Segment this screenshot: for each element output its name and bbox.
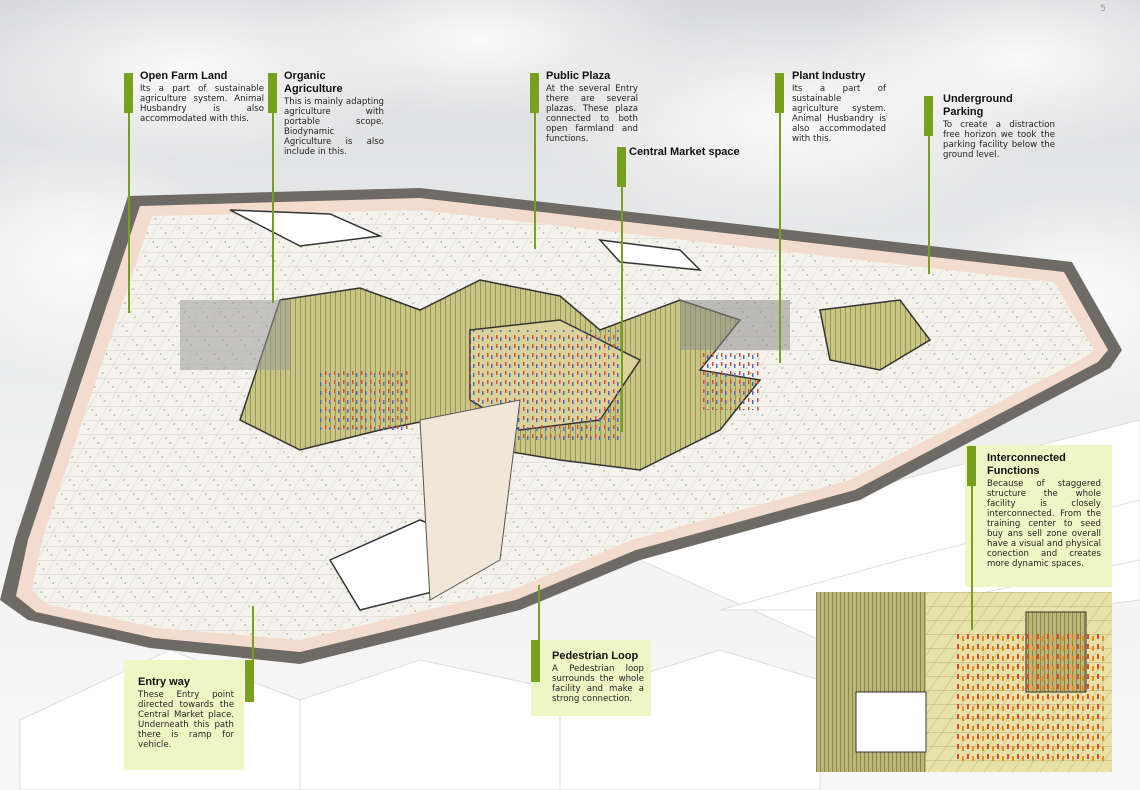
underground-parking-tab bbox=[924, 96, 933, 136]
detail-inset-illustration bbox=[816, 592, 1112, 772]
open-farm-land-tab bbox=[124, 73, 133, 113]
organic-agriculture-body: This is mainly adapting agriculture with… bbox=[284, 96, 384, 157]
underground-parking-callout: Underground Parking To create a distract… bbox=[943, 93, 1055, 160]
underground-parking-body: To create a distraction free horizon we … bbox=[943, 119, 1055, 160]
open-farm-land-title: Open Farm Land bbox=[140, 70, 228, 82]
public-plaza-leader bbox=[534, 73, 536, 249]
pedestrian-loop-title: Pedestrian Loop bbox=[552, 650, 639, 662]
plant-industry-callout: Plant Industry Its a part of sustainable… bbox=[792, 70, 886, 144]
interconnected-functions-body: Because of staggered structure the whole… bbox=[987, 478, 1101, 570]
interconnected-functions-leader bbox=[971, 446, 973, 630]
central-market-title: Central Market space bbox=[629, 146, 740, 158]
pedestrian-loop-leader bbox=[538, 585, 540, 681]
interconnected-functions-panel bbox=[965, 445, 1112, 587]
entry-way-leader bbox=[252, 606, 254, 702]
interconnected-functions-callout: Interconnected Functions Because of stag… bbox=[987, 452, 1101, 569]
plant-industry-tab bbox=[775, 73, 784, 113]
organic-agriculture-tab bbox=[268, 73, 277, 113]
plant-industry-title: Plant Industry bbox=[792, 70, 866, 82]
pedestrian-loop-tab bbox=[531, 640, 540, 682]
plant-industry-body: Its a part of sustainable agriculture sy… bbox=[792, 83, 886, 145]
public-plaza-callout: Public Plaza At the several Entry there … bbox=[546, 70, 638, 144]
tree-patches bbox=[180, 300, 790, 370]
public-plaza-tab bbox=[530, 73, 539, 113]
underground-parking-title: Underground Parking bbox=[943, 93, 1013, 118]
interconnected-functions-tab bbox=[967, 446, 976, 486]
underground-parking-leader bbox=[928, 96, 930, 274]
organic-agriculture-title: Organic Agriculture bbox=[284, 70, 343, 95]
entry-way-panel bbox=[124, 660, 244, 770]
entry-ramp bbox=[419, 399, 521, 601]
central-market-callout: Central Market space bbox=[629, 146, 749, 160]
central-market-tab bbox=[617, 147, 626, 187]
public-plaza-title: Public Plaza bbox=[546, 70, 611, 82]
entry-way-title: Entry way bbox=[138, 676, 190, 688]
entry-way-tab bbox=[245, 660, 254, 702]
pedestrian-loop-panel bbox=[531, 640, 651, 716]
central-market-leader bbox=[621, 147, 623, 432]
open-farm-land-leader bbox=[128, 73, 130, 313]
pedestrian-loop-callout: Pedestrian Loop A Pedestrian loop surrou… bbox=[552, 650, 644, 704]
pedestrian-loop-body: A Pedestrian loop surrounds the whole fa… bbox=[552, 663, 644, 704]
organic-agriculture-leader bbox=[272, 73, 274, 303]
interconnected-functions-title: Interconnected Functions bbox=[987, 452, 1066, 477]
organic-agriculture-callout: Organic Agriculture This is mainly adapt… bbox=[284, 70, 384, 157]
open-farm-land-body: Its a part of sustainable agriculture sy… bbox=[140, 83, 264, 124]
page-number: 5 bbox=[1100, 4, 1106, 14]
open-farm-land-callout: Open Farm Land Its a part of sustainable… bbox=[140, 70, 264, 124]
plant-industry-leader bbox=[779, 73, 781, 363]
public-plaza-body: At the several Entry there are several p… bbox=[546, 83, 638, 145]
entry-way-body: These Entry point directed towards the C… bbox=[138, 689, 234, 751]
entry-way-callout: Entry way These Entry point directed tow… bbox=[138, 676, 234, 750]
